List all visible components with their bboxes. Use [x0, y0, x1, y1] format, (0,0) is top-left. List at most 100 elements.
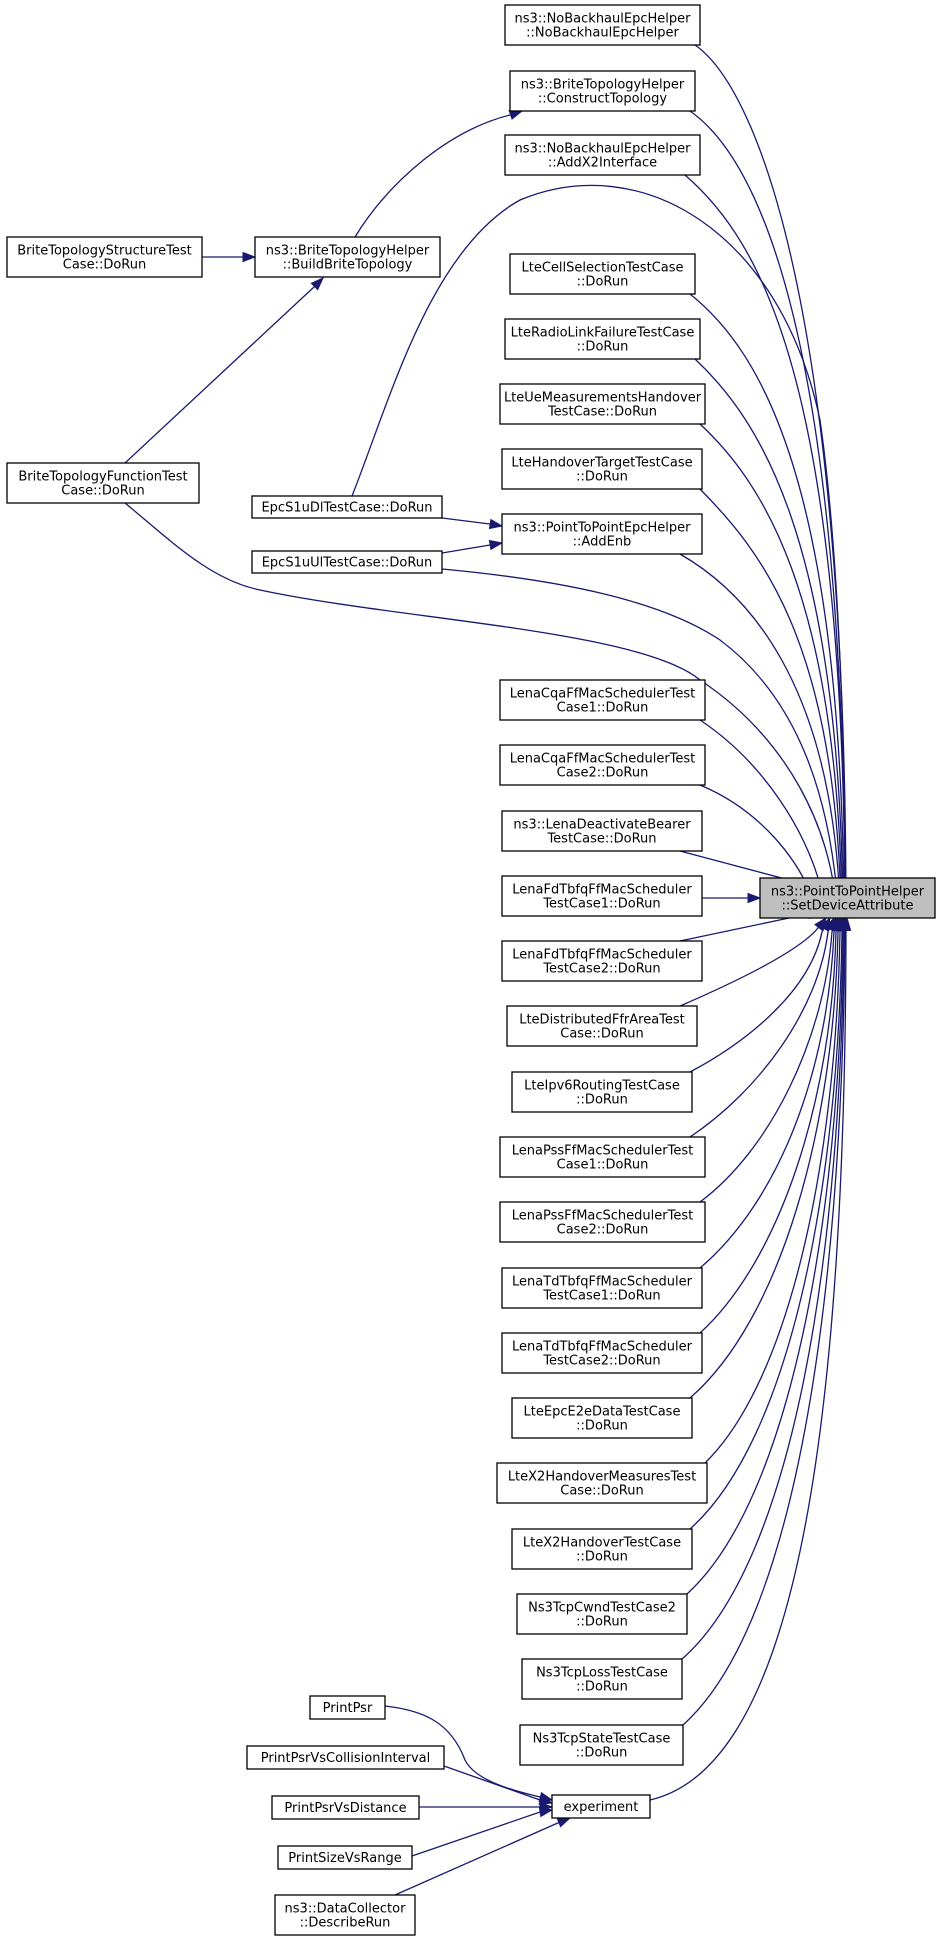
node-lte-epc-e2e[interactable]: LteEpcE2eDataTestCase::DoRun [511, 1397, 693, 1439]
node-box[interactable] [509, 253, 696, 295]
node-box[interactable] [504, 134, 701, 176]
node-label-line: LenaFdTbfqFfMacScheduler [512, 948, 692, 963]
node-box[interactable] [521, 1658, 683, 1700]
edge-epc-s1u-ul-to-target [441, 568, 844, 920]
node-box[interactable] [509, 70, 696, 112]
node-box[interactable] [6, 462, 200, 504]
node-box[interactable] [511, 1528, 693, 1570]
node-lte-ho-target[interactable]: LteHandoverTargetTestCase::DoRun [501, 448, 703, 490]
node-nobackhaul-addx2[interactable]: ns3::NoBackhaulEpcHelper::AddX2Interface [504, 134, 701, 176]
edge-print-psr-collision-to-experiment [443, 1765, 554, 1806]
node-p2p-epc-addenb[interactable]: ns3::PointToPointEpcHelper::AddEnb [501, 513, 703, 555]
node-box[interactable] [274, 1894, 416, 1936]
node-box[interactable] [519, 1724, 684, 1766]
node-lte-x2-ho[interactable]: LteX2HandoverTestCase::DoRun [511, 1528, 693, 1570]
node-label-line: ns3::NoBackhaulEpcHelper [515, 142, 692, 157]
node-box[interactable] [501, 1267, 703, 1309]
edge-lte-epc-e2e-to-target [689, 916, 844, 1399]
node-lte-rlf[interactable]: LteRadioLinkFailureTestCase::DoRun [504, 318, 701, 360]
node-lte-ipv6[interactable]: LteIpv6RoutingTestCase::DoRun [511, 1071, 693, 1113]
node-print-size-range[interactable]: PrintSizeVsRange [277, 1845, 413, 1870]
node-box[interactable] [499, 679, 706, 721]
arrowhead-icon [488, 539, 504, 551]
node-box[interactable] [511, 1071, 693, 1113]
node-box[interactable] [246, 1745, 445, 1770]
node-label-line: ::BuildBriteTopology [283, 258, 413, 273]
node-box[interactable] [499, 1136, 706, 1178]
node-target[interactable]: ns3::PointToPointHelper::SetDeviceAttrib… [759, 877, 936, 919]
node-box[interactable] [254, 236, 441, 278]
node-box[interactable] [506, 1005, 698, 1047]
node-box[interactable] [501, 940, 703, 982]
node-box[interactable] [309, 1695, 386, 1720]
node-label-line: Ns3TcpCwndTestCase2 [528, 1601, 676, 1616]
node-tcp-state[interactable]: Ns3TcpStateTestCase::DoRun [519, 1724, 684, 1766]
node-box[interactable] [251, 550, 443, 574]
node-label-line: LteCellSelectionTestCase [522, 261, 684, 276]
node-tcp-loss[interactable]: Ns3TcpLossTestCase::DoRun [521, 1658, 683, 1700]
node-epc-s1u-ul[interactable]: EpcS1uUlTestCase::DoRun [251, 550, 443, 574]
node-label-line: PrintPsrVsDistance [284, 1801, 406, 1816]
node-box[interactable] [501, 810, 703, 852]
node-label-line: ns3::DataCollector [285, 1902, 407, 1917]
node-box[interactable] [496, 1462, 708, 1504]
node-box[interactable] [504, 4, 701, 46]
node-box[interactable] [501, 448, 703, 490]
node-label-line: Ns3TcpStateTestCase [533, 1732, 671, 1747]
node-lte-cell-selection[interactable]: LteCellSelectionTestCase::DoRun [509, 253, 696, 295]
node-box[interactable] [277, 1845, 413, 1870]
node-tcp-cwnd-2[interactable]: Ns3TcpCwndTestCase2::DoRun [516, 1593, 688, 1635]
node-brite-build[interactable]: ns3::BriteTopologyHelper::BuildBriteTopo… [254, 236, 441, 278]
node-box[interactable] [511, 1397, 693, 1439]
node-label-line: ::DoRun [576, 1419, 628, 1434]
edge-brite-construct-to-target [689, 110, 851, 920]
node-print-psr[interactable]: PrintPsr [309, 1695, 386, 1720]
node-nobackhaul-ctor[interactable]: ns3::NoBackhaulEpcHelper::NoBackhaulEpcH… [504, 4, 701, 46]
node-epc-s1u-dl[interactable]: EpcS1uDlTestCase::DoRun [251, 495, 443, 519]
node-box[interactable] [499, 744, 706, 786]
node-label-line: TestCase2::DoRun [542, 1354, 660, 1369]
node-box[interactable] [499, 1201, 706, 1243]
edge-line [699, 423, 843, 918]
node-box[interactable] [501, 875, 703, 917]
node-box[interactable] [551, 1794, 651, 1819]
node-label-line: Case::DoRun [560, 1027, 643, 1042]
edge-brite-function-test-to-target [124, 502, 842, 920]
node-box[interactable] [251, 495, 443, 519]
target-node-box[interactable] [759, 877, 936, 919]
node-box[interactable] [6, 236, 203, 278]
node-brite-construct[interactable]: ns3::BriteTopologyHelper::ConstructTopol… [509, 70, 696, 112]
node-box[interactable] [504, 318, 701, 360]
node-box[interactable] [501, 1332, 703, 1374]
node-print-psr-distance[interactable]: PrintPsrVsDistance [271, 1795, 420, 1820]
node-box[interactable] [501, 513, 703, 555]
edge-line [686, 917, 845, 1595]
node-box[interactable] [499, 383, 706, 425]
node-experiment[interactable]: experiment [551, 1794, 651, 1819]
graph-edges [124, 44, 852, 1896]
node-print-psr-collision[interactable]: PrintPsrVsCollisionInterval [246, 1745, 445, 1770]
node-datacollector-describe[interactable]: ns3::DataCollector::DescribeRun [274, 1894, 416, 1936]
node-label-line: LteEpcE2eDataTestCase [524, 1405, 681, 1420]
graph-nodes: ns3::PointToPointHelper::SetDeviceAttrib… [6, 4, 936, 1936]
node-box[interactable] [271, 1795, 420, 1820]
node-label-line: ns3::LenaDeactivateBearer [513, 818, 691, 833]
edge-line [443, 1765, 553, 1804]
node-label-line: Case::DoRun [63, 258, 146, 273]
edge-print-size-range-to-experiment [411, 1806, 554, 1857]
node-box[interactable] [516, 1593, 688, 1635]
